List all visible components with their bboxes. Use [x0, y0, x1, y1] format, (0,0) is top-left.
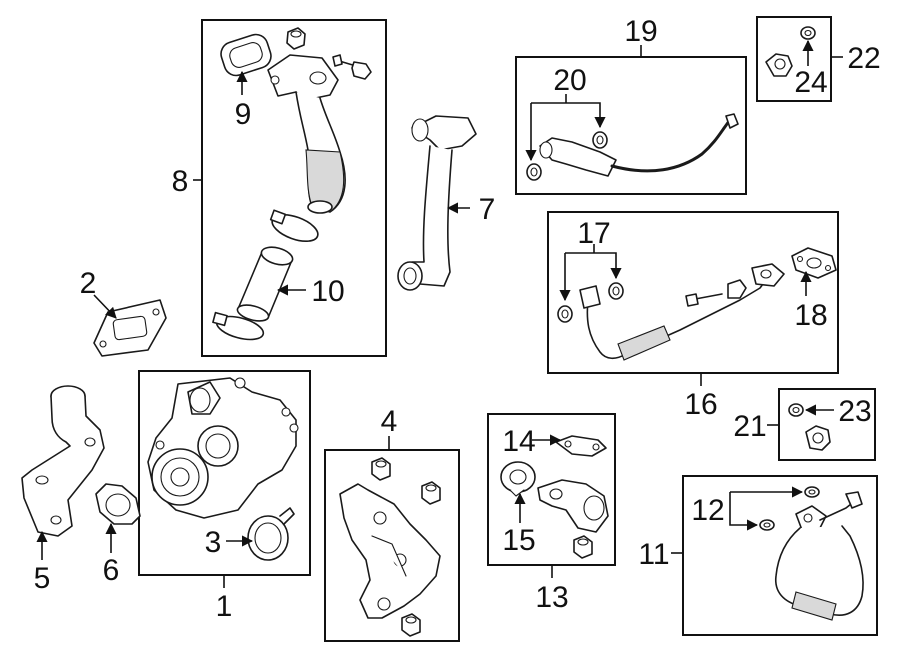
oil-return-pipe-illustration [537, 479, 609, 533]
washer-12b-illustration [759, 519, 775, 531]
gasket-14-illustration [555, 435, 607, 457]
box-hose-19-group [515, 56, 747, 195]
callout-19: 19 [624, 15, 657, 48]
callout-10: 10 [311, 275, 344, 308]
gasket-2-illustration [93, 299, 167, 357]
callout-20: 20 [553, 64, 586, 97]
callout-21: 21 [733, 410, 766, 443]
callout-18: 18 [794, 299, 827, 332]
clamp-upper-illustration [269, 209, 319, 242]
callout-4: 4 [381, 405, 398, 438]
gasket-9-illustration [220, 33, 272, 77]
intake-pipe-8-illustration [267, 54, 346, 214]
callout-16: 16 [684, 388, 717, 421]
nut-illustration [286, 27, 306, 50]
callout-5: 5 [34, 562, 51, 595]
clamp-lower-illustration [212, 311, 265, 341]
callout-23: 23 [838, 395, 871, 428]
callout-22: 22 [847, 42, 880, 75]
fitting-22-illustration [765, 53, 793, 77]
washer-24-illustration [800, 26, 816, 40]
nut-4b-illustration [421, 481, 441, 505]
o-ring-20a-illustration [526, 163, 542, 181]
callout-11: 11 [638, 538, 669, 571]
callout-7: 7 [479, 193, 496, 226]
gasket-6-illustration [95, 483, 141, 525]
pipe-5-illustration [21, 385, 105, 537]
callout-8: 8 [172, 165, 189, 198]
callout-9: 9 [235, 98, 252, 131]
callout-12: 12 [691, 494, 724, 527]
fitting-21-illustration [805, 425, 831, 451]
nut-4a-illustration [371, 457, 391, 481]
nut-13-illustration [573, 535, 593, 559]
box-fitting-22-group [756, 16, 832, 102]
box-heat-shield-group [324, 449, 460, 642]
callout-15: 15 [502, 524, 535, 557]
leader-12b [729, 492, 759, 531]
washer-17b-illustration [608, 282, 624, 300]
heat-shield-4-illustration [339, 483, 441, 619]
callout-2: 2 [80, 267, 97, 300]
callout-3: 3 [205, 526, 222, 559]
bolt-illustration [332, 54, 372, 80]
callout-14: 14 [502, 425, 535, 458]
box-coolant-line-group [682, 475, 878, 636]
leader-17b [565, 252, 622, 280]
washer-17a-illustration [557, 305, 573, 323]
oil-feed-line-16-illustration [579, 263, 785, 361]
leader-2 [93, 294, 117, 319]
washer-12a-illustration [804, 486, 820, 498]
hose-7-illustration [397, 115, 477, 291]
callout-1: 1 [216, 590, 233, 623]
gasket-18-illustration [791, 247, 837, 279]
hose-10-illustration [236, 246, 294, 322]
o-ring-20b-illustration [592, 131, 608, 149]
washer-23-illustration [788, 403, 804, 417]
gasket-15-illustration [500, 461, 536, 497]
callout-17: 17 [577, 217, 610, 250]
callout-24: 24 [794, 66, 827, 99]
callout-6: 6 [103, 554, 120, 587]
box-intake-pipe-group [201, 19, 387, 357]
leader-20b [531, 102, 606, 129]
callout-13: 13 [535, 581, 568, 614]
turbocharger-1-illustration [147, 377, 299, 519]
coolant-line-11-illustration [775, 491, 864, 621]
box-oil-feed-line-group [547, 211, 839, 374]
nut-4c-illustration [401, 613, 421, 637]
hose-19-illustration [539, 113, 739, 177]
actuator-3-illustration [247, 507, 295, 561]
